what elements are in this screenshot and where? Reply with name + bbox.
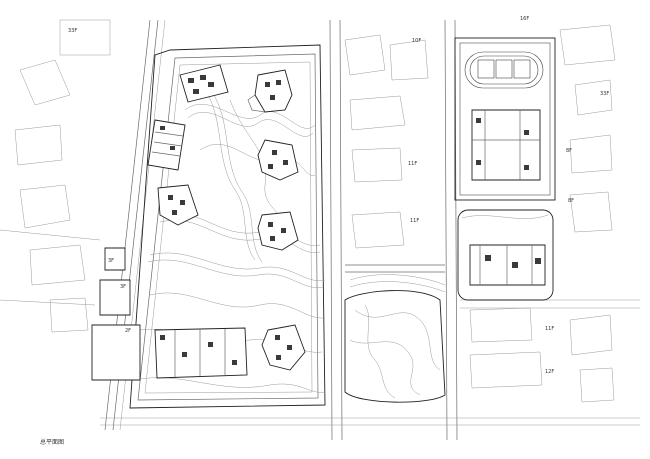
tower-block-g bbox=[154, 327, 248, 379]
label-right-upper-floor: 33F bbox=[600, 91, 609, 97]
label-garden-floor: 2F bbox=[125, 328, 131, 334]
school-site bbox=[454, 37, 556, 201]
label-right-mid-floor-1: 8F bbox=[566, 148, 572, 154]
label-top-left-floor: 33F bbox=[68, 28, 77, 34]
label-center-floor-2: 11F bbox=[410, 218, 419, 224]
central-garden bbox=[344, 274, 446, 403]
floor-labels: 33F 10F 16F 33F 11F 11F 8F 8F 11F 12F 3F… bbox=[40, 16, 609, 446]
label-small-building-floor: 3F bbox=[108, 258, 114, 264]
label-lower-right-floor-2: 12F bbox=[545, 369, 554, 375]
label-center-floor-1: 11F bbox=[408, 161, 417, 167]
tower-block-f bbox=[257, 211, 299, 251]
tower-block-c bbox=[147, 119, 186, 171]
label-top-center-floor: 10F bbox=[412, 38, 421, 44]
tower-block-h bbox=[261, 324, 306, 371]
context-buildings bbox=[14, 19, 616, 403]
right-residential-site bbox=[457, 209, 554, 301]
caption-site-plan: 总平面图 bbox=[40, 438, 64, 446]
label-top-right-floor: 16F bbox=[520, 16, 529, 22]
label-lower-right-floor-1: 11F bbox=[545, 326, 554, 332]
low-rise-buildings bbox=[91, 247, 141, 381]
tower-block-d bbox=[257, 139, 299, 181]
residential-towers bbox=[147, 64, 306, 379]
main-site-boundary bbox=[129, 44, 326, 409]
label-tall-building-floor: 3F bbox=[120, 284, 126, 290]
tower-block-e bbox=[157, 184, 199, 226]
label-right-mid-floor-2: 8F bbox=[568, 198, 574, 204]
tower-block-b bbox=[247, 69, 293, 113]
tower-block-a bbox=[179, 64, 229, 103]
